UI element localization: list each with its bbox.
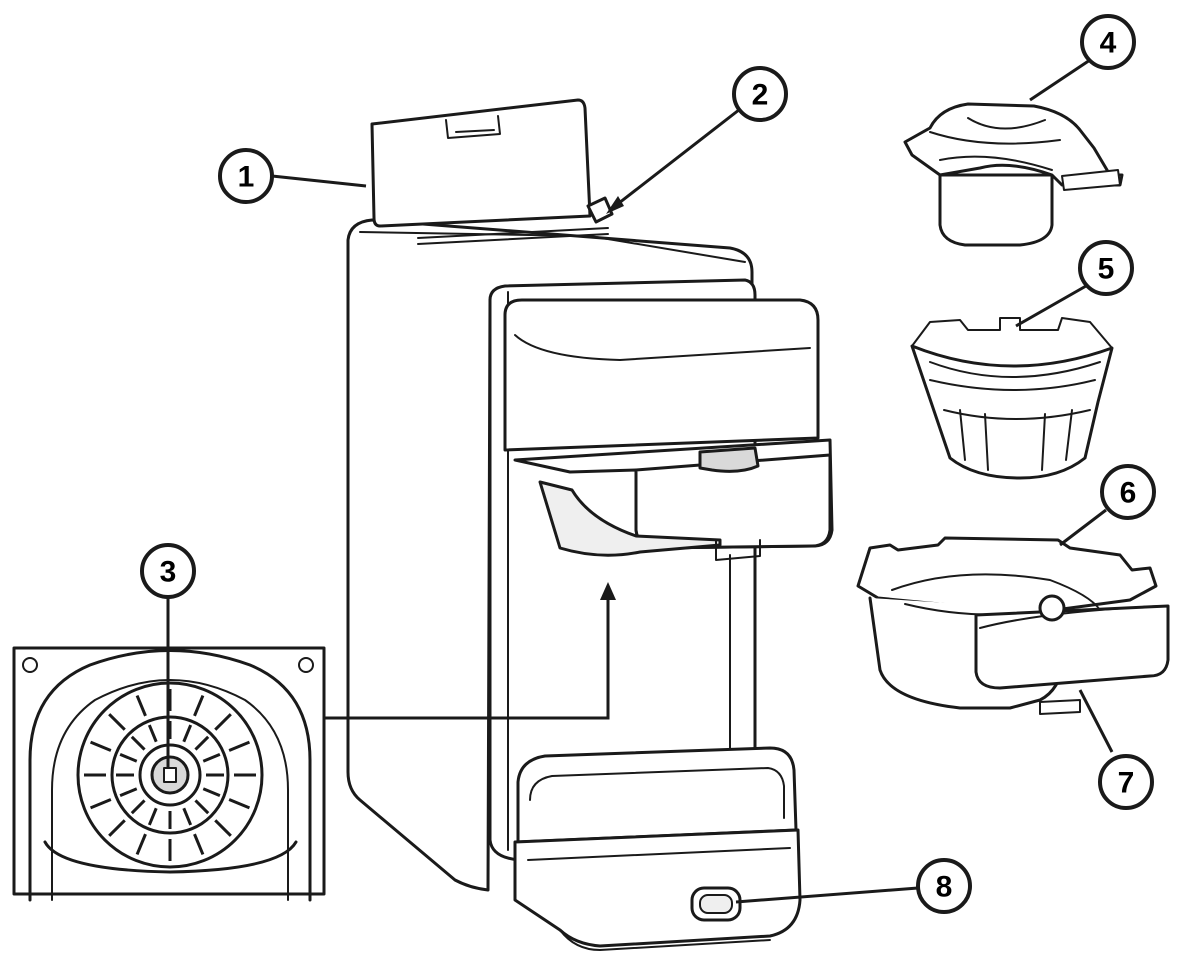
callout-7-label: 7	[1118, 767, 1135, 800]
chamber-rib	[135, 833, 147, 856]
chamber-rib	[193, 833, 205, 856]
filter-basket-part	[910, 317, 1114, 480]
chamber-rib	[89, 740, 112, 752]
callout-8-label: 8	[936, 871, 953, 904]
chamber-rib	[214, 819, 232, 837]
callout-4-label: 4	[1100, 27, 1117, 60]
brew-basket-part	[856, 536, 1170, 715]
chamber-rib	[182, 807, 193, 826]
chamber-rib	[130, 799, 146, 815]
callout-8: 8	[916, 858, 972, 914]
inset-arrow-icon	[600, 582, 616, 600]
chamber-rib	[147, 807, 158, 826]
callout-1-label: 1	[238, 161, 255, 194]
chamber-rib	[147, 724, 158, 743]
chamber-rib	[135, 694, 147, 717]
chamber-rib	[108, 819, 126, 837]
inset-leader-line	[324, 594, 610, 720]
coffee-maker-body	[346, 98, 834, 951]
callout-5-label: 5	[1098, 253, 1115, 286]
callout-5: 5	[1078, 240, 1134, 296]
chamber-rib	[182, 724, 193, 743]
chamber-rib	[228, 798, 251, 810]
pod-holder-part	[903, 102, 1124, 247]
callout-7: 7	[1098, 754, 1154, 810]
chamber-rib	[214, 713, 232, 731]
chamber-rib	[119, 787, 138, 798]
chamber-rib	[130, 735, 146, 751]
callout-1: 1	[218, 148, 274, 204]
callout-6-label: 6	[1120, 477, 1137, 510]
callout-3: 3	[140, 543, 196, 599]
chamber-rib	[228, 740, 251, 752]
chamber-ribs	[84, 689, 256, 861]
chamber-rib	[89, 798, 112, 810]
callout-3-label: 3	[160, 556, 177, 589]
callout-2: 2	[732, 66, 788, 122]
callout-6: 6	[1100, 464, 1156, 520]
chamber-rib	[202, 787, 221, 798]
chamber-rib	[193, 694, 205, 717]
callout-4: 4	[1080, 14, 1136, 70]
leader-lines	[166, 58, 1114, 904]
callout-2-label: 2	[752, 79, 769, 112]
chamber-rib	[194, 735, 210, 751]
chamber-rib	[194, 799, 210, 815]
chamber-rib	[119, 752, 138, 763]
chamber-rib	[202, 752, 221, 763]
chamber-rib	[108, 713, 126, 731]
